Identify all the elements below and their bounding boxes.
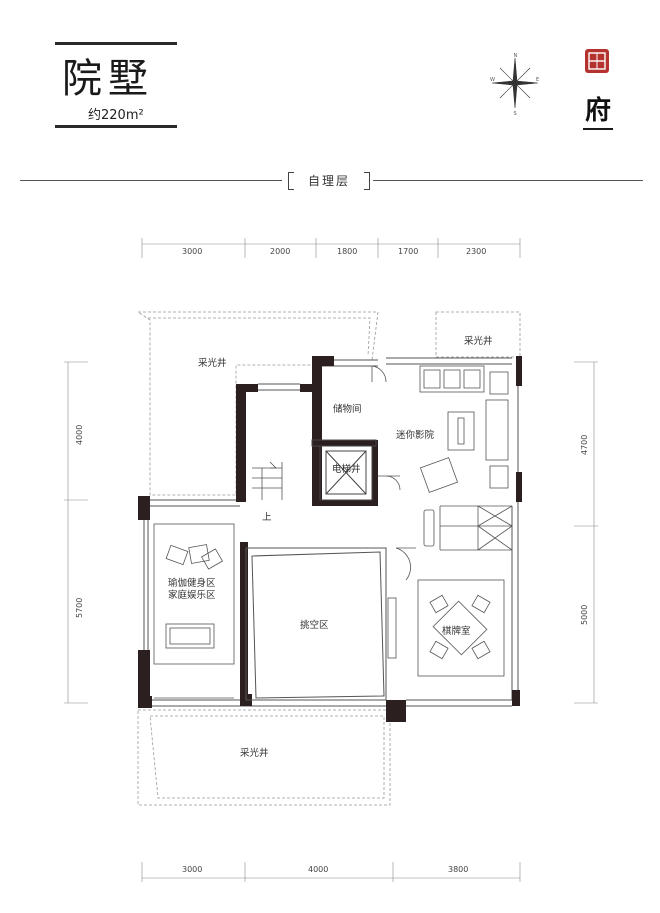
compass-north: N	[514, 53, 518, 59]
light-well-outlines	[136, 311, 521, 806]
compass-south: S	[514, 111, 517, 116]
room-elevator: 电梯井	[332, 463, 361, 475]
page-title: 院墅	[62, 56, 154, 102]
dim-right-2: 5000	[580, 605, 589, 625]
title-rule-bottom	[55, 125, 177, 128]
dim-bottom-3: 3800	[448, 865, 468, 874]
title-rule-top	[55, 42, 177, 45]
chess-room	[417, 579, 505, 677]
brand-seal-icon	[585, 49, 609, 73]
brand-underline	[583, 128, 613, 130]
floor-label: 自理层	[308, 174, 351, 188]
dim-top-5: 2300	[466, 247, 486, 256]
yoga-area	[153, 523, 235, 699]
room-light-well-top: 采光井	[198, 357, 227, 369]
walls-thin	[143, 357, 519, 707]
floor-rule-right	[373, 180, 643, 181]
dim-left-2: 5700	[75, 598, 84, 618]
dim-right-1: 4700	[580, 435, 589, 455]
room-yoga: 瑜伽健身区	[168, 577, 216, 589]
room-cinema: 迷你影院	[396, 429, 435, 441]
dimension-left	[64, 361, 88, 704]
dim-bottom-1: 3000	[182, 865, 202, 874]
dim-top-4: 1700	[398, 247, 418, 256]
label-up: 上	[262, 512, 272, 523]
room-storage: 储物间	[333, 403, 362, 415]
room-light-well-bottom: 采光井	[240, 747, 269, 759]
room-light-well-top-right: 采光井	[464, 335, 493, 347]
room-chess: 棋牌室	[442, 625, 471, 637]
floor-rule-left	[20, 180, 282, 181]
stairs	[252, 461, 283, 500]
dim-left-1: 4000	[75, 425, 84, 445]
void-area	[245, 547, 387, 701]
room-void: 挑空区	[300, 619, 329, 631]
compass-west: W	[490, 77, 495, 83]
dimension-top	[141, 238, 521, 258]
room-family-entertainment: 家庭娱乐区	[168, 589, 216, 601]
bracket-right-icon	[364, 172, 370, 190]
compass-icon: N S W E	[490, 53, 539, 116]
area-label: 约220m²	[88, 108, 144, 123]
interior-lines	[322, 365, 513, 659]
dim-bottom-2: 4000	[308, 865, 328, 874]
compass-east: E	[536, 77, 539, 83]
elevator-shaft	[311, 439, 377, 501]
dim-top-2: 2000	[270, 247, 290, 256]
dimension-bottom	[141, 862, 521, 882]
dim-top-1: 3000	[182, 247, 202, 256]
brand-character: 府	[585, 96, 612, 126]
cinema-furniture	[419, 365, 509, 493]
walls-solid	[138, 356, 522, 722]
dim-top-3: 1800	[337, 247, 357, 256]
compass-rose	[491, 57, 539, 109]
dimension-right	[574, 361, 598, 704]
bracket-left-icon	[288, 172, 294, 190]
